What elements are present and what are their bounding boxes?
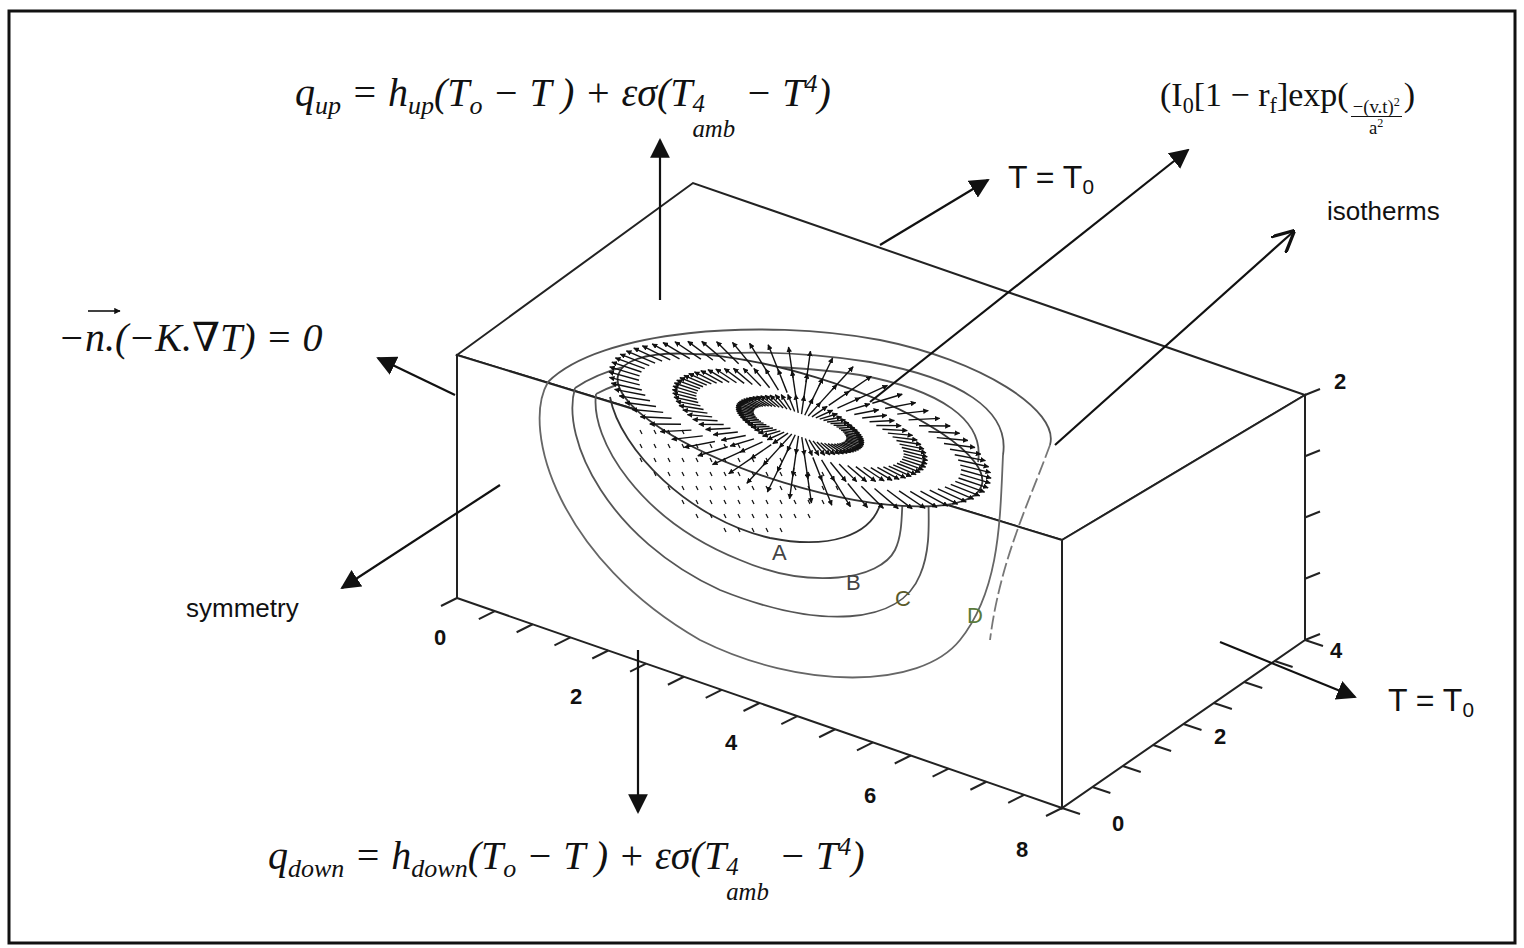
heat-flux-formula: q (268, 833, 288, 878)
boundary-temperature: 0 (1462, 698, 1474, 721)
axis-number: 2 (1214, 725, 1226, 749)
laser-source-formula: (I0[1 − rf]exp(−(v.t)2a2) (1160, 76, 1415, 137)
axis-number: 4 (725, 731, 737, 755)
script-stack: 4amb (692, 92, 735, 142)
block (457, 183, 1305, 808)
frame (9, 11, 1515, 943)
boundary-temperature: T = T0 (1008, 160, 1094, 199)
axis-number: 6 (864, 783, 876, 808)
insulation-condition: −n.(−K.∇T) = 0 (58, 315, 322, 360)
boundary-temperature: T = T0 (1388, 683, 1474, 722)
axis-number: 2 (1214, 724, 1226, 749)
heat-flux-formula: = h (344, 833, 411, 878)
flow-vectors (609, 341, 991, 532)
isotherm-letter: C (895, 586, 911, 611)
heat-flux-formula: − T ) + εσ(T (483, 70, 693, 115)
isotherm-letter: A (772, 541, 787, 565)
heat-flux-formula: amb (692, 117, 735, 142)
heat-flux-formula: = h (341, 70, 408, 115)
axis-number: 2 (570, 684, 582, 709)
vector-arrow (88, 310, 120, 312)
heat-flux-formula: down (411, 854, 467, 883)
boundary-temperature: T = T (1388, 682, 1462, 718)
axis-number: 2 (1334, 370, 1346, 394)
axis-number: 2 (570, 685, 582, 709)
boundary-temperature: 0 (1082, 175, 1094, 198)
laser-source-formula: f (1270, 93, 1277, 118)
axis-number: 0 (434, 625, 446, 650)
heat-flux-formula: 4 (804, 69, 817, 98)
symmetry-label: symmetry (186, 593, 299, 623)
heat-flux-formula: − T ) + εσ(T (516, 833, 726, 878)
laser-source-formula: a (1369, 117, 1377, 138)
heat-flux-formula: q (295, 70, 315, 115)
isotherm-letter: D (967, 604, 983, 628)
heat-flux-formula: up (315, 91, 341, 120)
heat-flux-formula: − T (735, 70, 804, 115)
heat-flux-formula: ) (851, 833, 864, 878)
heat-flux-formula: 4 (838, 832, 851, 861)
heat-flux-formula: − T (769, 833, 838, 878)
axis-number: 0 (434, 626, 446, 650)
heat-flux-formula: (T (434, 70, 470, 115)
heat-flux-formula: up (408, 91, 434, 120)
denominator: a2 (1367, 117, 1385, 137)
axis-number: 8 (1016, 838, 1028, 862)
heat-flux-formula: o (503, 854, 516, 883)
fraction: −(v.t)2a2 (1351, 96, 1402, 138)
axis-number: 8 (1016, 837, 1028, 862)
isotherm-letter: B (846, 571, 861, 595)
heat-flux-formula: amb (726, 880, 769, 905)
heat-flux-formula: down (288, 854, 344, 883)
axis-number: 0 (1112, 811, 1124, 836)
heat-flux-formula: qup = hup(To − T ) + εσ(T4amb − T4) (295, 70, 831, 142)
laser-source-formula: 2 (1394, 95, 1400, 109)
isotherm-label: isotherms (1327, 196, 1440, 226)
isotherm-letter: D (967, 603, 983, 628)
laser-source-formula: ( (1337, 76, 1348, 113)
axis-number: 4 (1330, 638, 1342, 663)
laser-source-formula: 0 (1183, 93, 1194, 118)
heat-flux-formula: ) (817, 70, 830, 115)
axis-ticks (441, 389, 1323, 816)
script-stack: 4amb (726, 855, 769, 905)
axis-number: 4 (1330, 639, 1342, 663)
axis-number: 6 (864, 784, 876, 808)
isotherm-letter: B (846, 570, 861, 595)
isotherm-letter: C (895, 587, 911, 611)
heat-flux-formula: o (470, 91, 483, 120)
laser-source-formula: (I (1160, 76, 1183, 113)
boundary-temperature: T = T (1008, 159, 1082, 195)
axis-number: 0 (1112, 812, 1124, 836)
heat-flux-formula: qdown = hdown(To − T ) + εσ(T4amb − T4) (268, 833, 864, 905)
heat-flux-formula: (T (468, 833, 504, 878)
isotherm-label: isotherms (1327, 197, 1440, 226)
heat-flux-formula: 4 (692, 92, 735, 117)
laser-source-formula: ) (1404, 76, 1415, 113)
heat-flux-formula: 4 (726, 855, 769, 880)
numerator: −(v.t)2 (1351, 96, 1402, 117)
leader-arrows (342, 140, 1355, 812)
laser-source-formula: [1 − r (1194, 76, 1270, 113)
axis-number: 2 (1334, 369, 1346, 394)
laser-source-formula: ]exp (1277, 76, 1337, 113)
laser-source-formula: 2 (1377, 116, 1383, 130)
insulation-condition: −n.(−K.∇T) = 0 (58, 316, 322, 360)
symmetry-label: symmetry (186, 594, 299, 623)
laser-source-formula: −(v.t) (1353, 96, 1394, 117)
isotherm-letter: A (772, 540, 787, 565)
melt-pool (602, 322, 998, 538)
axis-number: 4 (725, 730, 737, 755)
